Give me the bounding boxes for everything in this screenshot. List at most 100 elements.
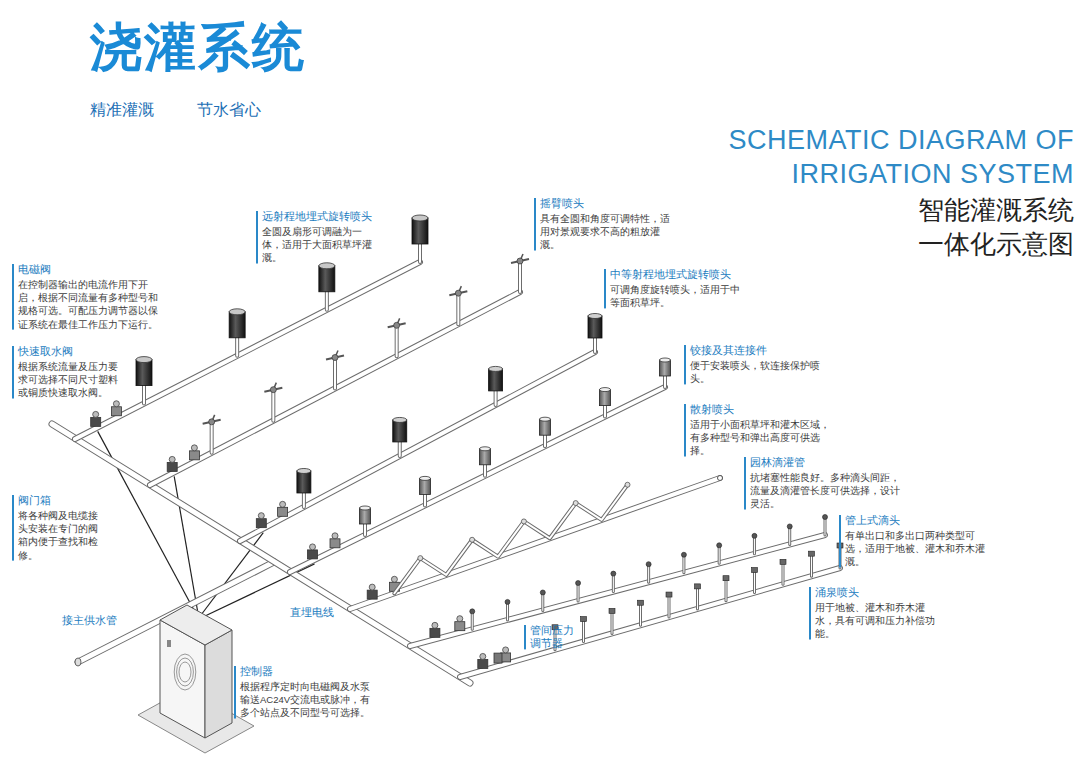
dripper-riser-outline [506,604,509,620]
riser-outline [543,435,547,446]
dripper-riser-outline [824,519,827,535]
bubbler-head [752,568,758,573]
riser [143,386,145,404]
riser-outline [494,391,498,405]
callout-heading: 涌泉喷头 [815,586,859,599]
devices [91,215,843,668]
riser-outline [603,406,607,417]
callout-heading: 园林滴灌管 [750,456,805,469]
callout-bar [604,269,606,308]
controller-lock [167,640,171,647]
subtitle: 精准灌溉 [90,100,154,119]
callout-bar [256,211,258,264]
bubbler-riser-outline [725,581,728,601]
callout-text: 在控制器输出的电流作用下开启，根据不同流量有多种型号和规格可选。可配压力调节器以… [18,278,164,330]
bubbler-riser [612,613,613,633]
riser-outline [325,292,329,310]
dripper-riser [789,528,790,544]
controller-emblem [174,654,196,690]
callout-bar [12,346,14,399]
rocker-body [332,355,338,361]
riser [544,435,546,446]
buried-wire [174,476,198,613]
riser [424,494,426,505]
drip-emitter [573,501,578,506]
riser-outline [423,494,427,505]
valve-handle [310,544,316,550]
bubbler-riser [754,573,755,593]
controller-emblem [179,662,191,682]
dripper-riser-outline [753,538,756,554]
title: 浇灌系统 [90,16,306,78]
rotor-cap [489,366,503,371]
callout-heading: 散射喷头 [690,403,734,416]
medium-rotor [489,369,503,391]
trunk-pipe-outline [52,424,470,683]
callout-heading: 阀门箱 [18,494,51,507]
callout-heading: 远射程地埋式旋转喷头 [262,210,372,223]
bubbler-riser-outline [639,605,642,625]
on-line-dripper [576,581,581,586]
callout-bar [534,198,536,251]
riser-outline [663,376,667,387]
bubbler-riser [640,605,641,625]
on-line-dripper [823,515,828,520]
callout-text: 抗堵塞性能良好。多种滴头间距，流量及滴灌管长度可供选择，设计灵活。 [750,471,906,510]
chinese-heading: 智能灌溉系统 一体化示意图 [910,194,1074,262]
riser [334,361,336,389]
on-line-dripper [752,533,757,538]
bubbler-riser [783,564,784,584]
bubbler-riser-outline [611,613,614,633]
callout-text: 可调角度旋转喷头，适用于中等面积草坪。 [610,283,747,309]
bubbler-head [666,592,672,597]
rocker-body [455,290,461,296]
dripper-riser [507,604,508,620]
medium-rotor [393,420,407,442]
riser [303,493,305,507]
rocker-arm [326,356,344,360]
rocker-body [270,387,276,393]
on-line-dripper [611,571,616,576]
on-line-dripper [681,552,686,557]
drip-emitter [625,482,630,487]
on-line-dripper [717,543,722,548]
bubbler-riser [697,589,698,609]
pipes [52,262,840,683]
long-range-rotor [136,360,152,386]
rotor-cap [393,417,407,422]
spray-cap [600,388,611,392]
riser [484,465,486,476]
callout-text: 根据程序定时向电磁阀及水泵输送AC24V交流电或脉冲，有多个站点及不同型号可选择… [240,680,377,719]
wires [98,431,315,616]
bubbler-head [638,600,644,605]
valve-handle [457,616,463,622]
spray-cap [360,506,371,510]
callout-text: 有单出口和多出口两种类型可选，适用于地被、灌木和乔木灌溉。 [845,529,991,568]
medium-rotor [297,471,311,493]
dripper-riser [825,519,826,535]
branch-pipe [150,292,520,485]
riser-outline [142,386,146,404]
spray-cap [540,417,551,421]
solenoid-valve [308,550,318,559]
bubbler-riser-outline [810,556,813,576]
callout-bar [839,515,841,568]
riser [594,338,596,352]
bubbler-riser [726,581,727,601]
callout-text: 全圆及扇形可调融为一体，适用于大面积草坪灌溉。 [262,225,380,264]
solenoid-valve [455,622,465,631]
solenoid-valve [111,407,121,416]
riser-outline [271,393,275,421]
riser [495,391,497,405]
riser [396,328,398,356]
on-line-dripper [540,590,545,595]
long-range-rotor [229,312,245,338]
valve-handle [332,533,338,539]
callout-bar [744,457,746,510]
solenoid-valve [430,628,440,637]
part-label: 直埋电线 [290,606,334,619]
riser-outline [593,338,597,352]
riser [326,292,328,310]
riser-outline [418,244,422,262]
